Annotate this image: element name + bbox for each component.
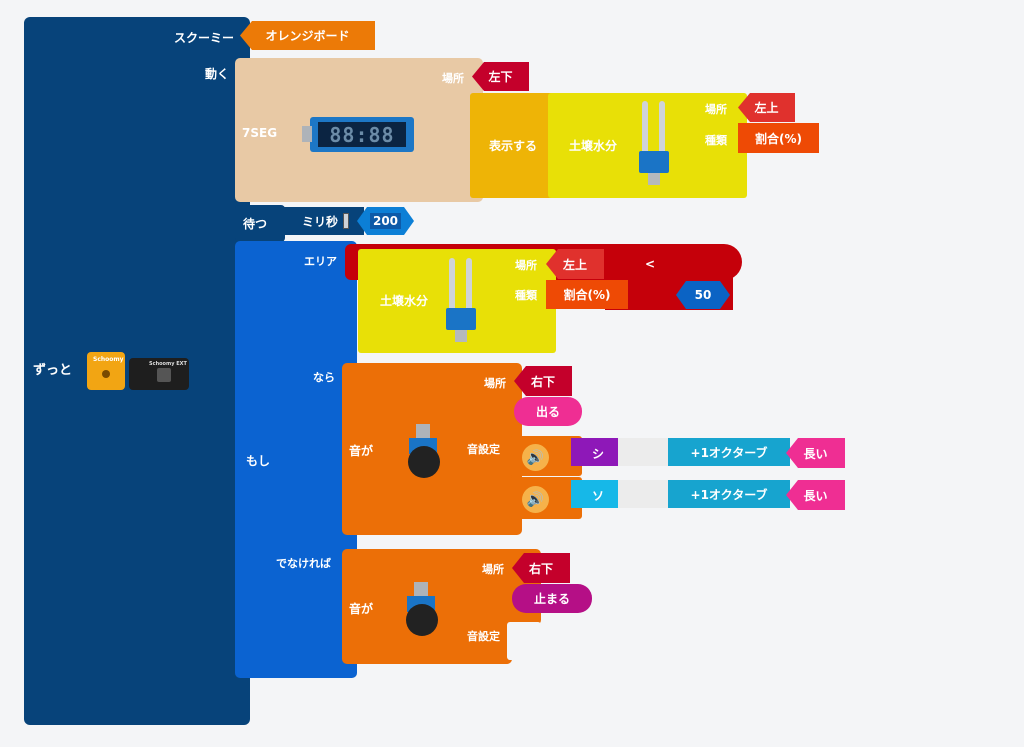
wait-value: 200 (370, 213, 401, 229)
wait-label: 待つ (243, 217, 268, 231)
board-selector[interactable]: オレンジボード (240, 21, 375, 50)
scratch-label: スクーミー (174, 31, 235, 45)
forever-label: ずっと (33, 363, 73, 378)
sound-place-tag-then[interactable]: 右下 (514, 366, 572, 396)
sound-setting-label-else: 音設定 (467, 630, 500, 643)
soil-sensor-icon-if (444, 258, 478, 344)
speaker-icon-else (405, 582, 439, 638)
extension-board-icon: Schoomy EXT (129, 358, 189, 390)
else-label: でなければ (276, 557, 331, 570)
show-label: 表示する (489, 139, 538, 153)
note-value-2[interactable]: ソ (592, 489, 605, 503)
if-block[interactable] (235, 241, 357, 678)
length-value-1: 長い (803, 446, 828, 461)
sound-label-then: 音が (349, 444, 374, 458)
speaker-note-icon-2: 🔊 (522, 486, 549, 513)
sensor-place-tag-if[interactable]: 左上 (546, 249, 604, 279)
sound-place-label-then: 場所 (484, 377, 506, 390)
sensor-type-value-top: 割合(%) (755, 131, 802, 146)
if-label: もし (246, 454, 271, 468)
sound-on-button[interactable]: 出る (514, 397, 582, 426)
sensor-type-label-if: 種類 (515, 289, 537, 302)
length-select-2[interactable]: 長い (786, 480, 845, 510)
speaker-note-icon-1: 🔊 (522, 444, 549, 471)
wait-unit-block[interactable] (284, 207, 364, 235)
sensor-type-value-if: 割合(%) (563, 288, 611, 302)
speaker-icon-then (407, 424, 441, 480)
move-label: 動く (205, 67, 230, 81)
wait-unit-label: ミリ秒 (302, 215, 339, 229)
wait-block[interactable] (235, 205, 285, 242)
soil-sensor-label-top: 土壌水分 (569, 139, 618, 153)
length-value-2: 長い (803, 488, 828, 503)
sensor-type-label-top: 種類 (705, 134, 727, 147)
sensor-place-label-if: 場所 (515, 259, 537, 272)
then-label: なら (313, 371, 335, 384)
note-select-1-bg (571, 438, 627, 466)
sound-place-tag-else[interactable]: 右下 (512, 553, 570, 583)
sound-place-value-else: 右下 (528, 561, 553, 576)
seg-place-value: 左下 (488, 70, 513, 84)
sound-setting-label-then: 音設定 (467, 443, 500, 456)
soil-sensor-icon-top (637, 101, 671, 187)
soil-sensor-label-if: 土壌水分 (380, 294, 429, 308)
seg-place-label: 場所 (442, 72, 464, 85)
sensor-place-tag-top[interactable]: 左上 (738, 93, 795, 122)
octave-value-1: +1オクターブ (690, 445, 768, 460)
octave-select-1[interactable]: +1オクターブ (668, 438, 790, 466)
sound-stop-label: 止まる (533, 592, 570, 606)
sensor-place-label-top: 場所 (705, 103, 727, 116)
sensor-place-value-top: 左上 (754, 101, 779, 115)
wait-value-input[interactable]: 200 (357, 207, 414, 235)
sensor-place-value-if: 左上 (562, 257, 587, 272)
operator-label: < (645, 257, 656, 271)
sound-place-value-then: 右下 (530, 374, 555, 389)
sound-place-label-else: 場所 (482, 563, 504, 576)
area-label: エリア (304, 255, 337, 268)
seg-place-tag[interactable]: 左下 (472, 62, 529, 91)
sound-label-else: 音が (349, 602, 374, 616)
sound-on-label: 出る (535, 405, 560, 419)
wait-unit-dropdown[interactable] (343, 213, 349, 229)
note-value-1[interactable]: シ (592, 447, 605, 461)
schoomy-board-icon: Schoomy (87, 352, 125, 390)
octave-select-2[interactable]: +1オクターブ (668, 480, 790, 508)
board-name: オレンジボード (265, 29, 350, 43)
length-select-1[interactable]: 長い (786, 438, 845, 468)
seg-label: 7SEG (242, 126, 278, 140)
threshold-input[interactable]: 50 (676, 281, 730, 309)
seg-digits: 88:88 (318, 122, 406, 147)
note-select-2-bg (571, 480, 627, 508)
octave-value-2: +1オクターブ (690, 487, 768, 502)
sound-stop-button[interactable]: 止まる (512, 584, 592, 613)
sensor-type-tag-if[interactable]: 割合(%) (546, 280, 628, 309)
sound-block-else-notch (507, 622, 541, 660)
threshold-value: 50 (694, 288, 712, 302)
sensor-type-tag-top[interactable]: 割合(%) (738, 123, 819, 153)
seg-display-icon: 88:88 (302, 117, 414, 152)
